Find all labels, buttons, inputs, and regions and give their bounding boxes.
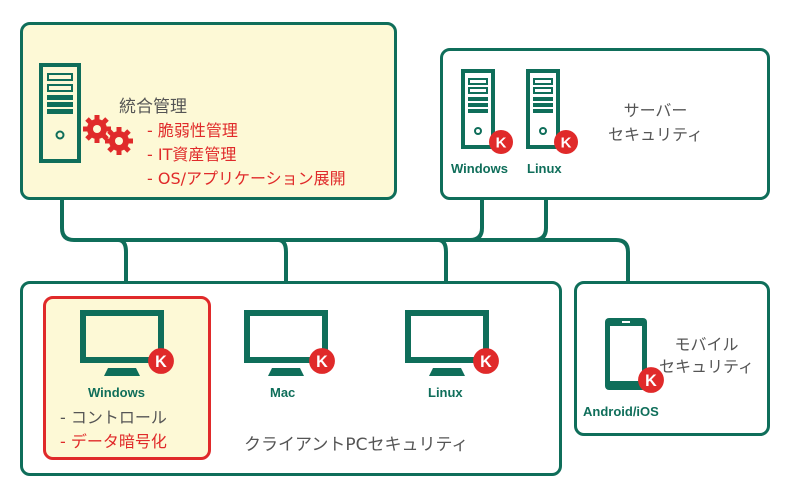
mobile-title-line2: セキュリティ: [659, 357, 755, 376]
client-feature: - コントロール: [60, 408, 167, 427]
connector-client-linux: [437, 238, 448, 300]
monitor-icon: [80, 310, 164, 376]
server-icon: [461, 69, 495, 149]
server-security-panel: K Windows K Linux サーバー セキュリティ: [440, 48, 770, 200]
connector-client-windows: [117, 238, 128, 300]
mobile-title: モバイル セキュリティ: [659, 334, 754, 378]
connector-client-mac: [277, 238, 288, 300]
server-title-line2: セキュリティ: [608, 125, 704, 144]
server-node-label: Linux: [527, 161, 562, 176]
monitor-icon: [244, 310, 328, 376]
kaspersky-k-badge-icon: K: [638, 367, 664, 393]
connector-trunk: [74, 238, 630, 300]
kaspersky-k-badge-icon: K: [309, 348, 335, 374]
client-feature: - データ暗号化: [60, 432, 167, 451]
svg-text:K: K: [480, 353, 492, 371]
monitor-icon: [405, 310, 489, 376]
mobile-security-panel: K Android/iOS モバイル セキュリティ: [574, 281, 770, 436]
management-item: - IT資産管理: [147, 145, 237, 164]
management-panel: 統合管理 - 脆弱性管理 - IT資産管理 - OS/アプリケーション展開: [20, 22, 397, 200]
gears-icon: [83, 115, 133, 155]
server-node-label: Windows: [451, 161, 508, 176]
svg-text:K: K: [316, 353, 328, 371]
svg-text:K: K: [645, 372, 657, 390]
smartphone-icon: [605, 318, 647, 390]
management-title: 統合管理: [119, 97, 187, 117]
svg-text:K: K: [496, 135, 507, 152]
management-item: - OS/アプリケーション展開: [147, 169, 346, 188]
kaspersky-k-badge-icon: K: [554, 130, 578, 154]
management-item: - 脆弱性管理: [147, 121, 238, 140]
client-node-label: Mac: [270, 385, 296, 400]
mobile-node-label: Android/iOS: [583, 404, 659, 419]
server-title: サーバー セキュリティ: [608, 99, 703, 147]
client-node-label: Linux: [428, 385, 463, 400]
client-windows-highlight: [43, 296, 211, 460]
mobile-title-line1: モバイル: [674, 335, 739, 354]
server-icon: [39, 63, 81, 163]
kaspersky-k-badge-icon: K: [489, 130, 513, 154]
server-icon: [526, 69, 560, 149]
client-node-label: Windows: [88, 385, 145, 400]
kaspersky-k-badge-icon: K: [148, 348, 174, 374]
svg-text:K: K: [561, 135, 572, 152]
svg-text:K: K: [155, 353, 167, 371]
client-title: クライアントPCセキュリティ: [244, 435, 469, 455]
kaspersky-k-badge-icon: K: [473, 348, 499, 374]
server-title-line1: サーバー: [623, 101, 688, 120]
